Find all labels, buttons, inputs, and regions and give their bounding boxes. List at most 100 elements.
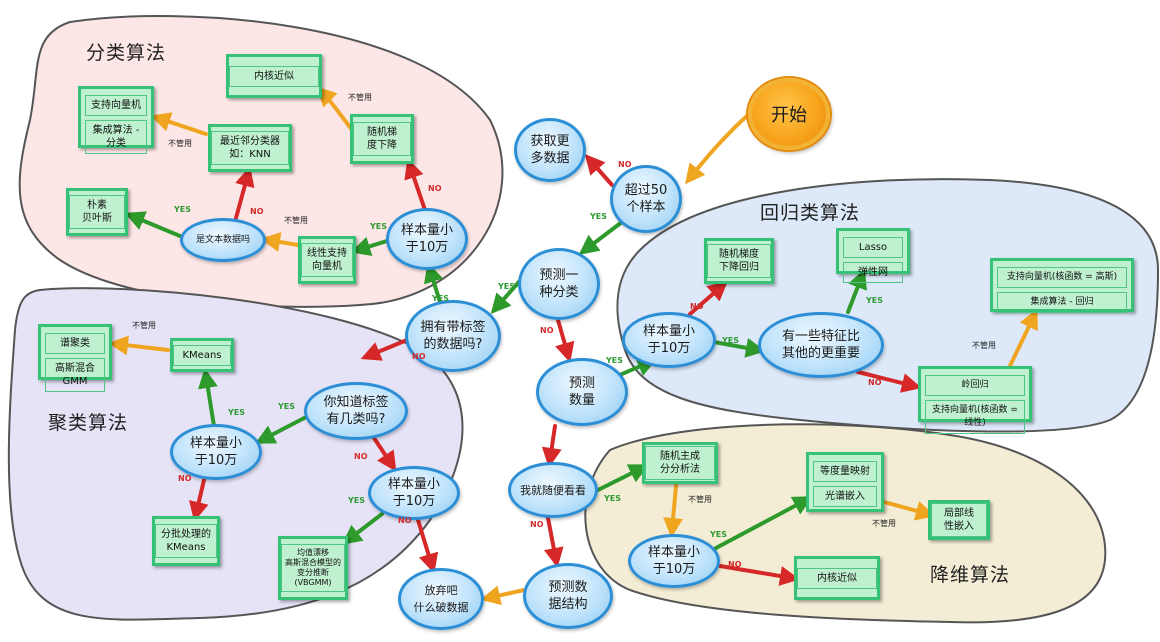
- flow-arrow-no: [688, 280, 729, 316]
- edge-label-no: NO: [250, 207, 264, 216]
- flow-arrow-no: [234, 166, 255, 220]
- flow-arrow-not-working: [663, 484, 684, 538]
- flow-arrow-no: [416, 518, 439, 574]
- edge-label-not-working: 不管用: [132, 321, 156, 330]
- edge-label-no: NO: [398, 516, 412, 525]
- edge-label-yes: YES: [710, 530, 728, 539]
- knn-box[interactable]: 最近邻分类器如：KNN: [208, 124, 292, 172]
- edge-label-not-working: 不管用: [348, 93, 372, 102]
- region-title-regression: 回归类算法: [760, 202, 861, 224]
- edge-label-yes: YES: [348, 496, 366, 505]
- flow-arrow-yes: [714, 496, 814, 550]
- edge-label-not-working: 不管用: [872, 519, 896, 528]
- sgd-regressor-box[interactable]: 随机梯度下降回归: [704, 238, 774, 284]
- flow-arrow-yes: [198, 368, 218, 428]
- edge-label-not-working: 不管用: [688, 495, 712, 504]
- flow-arrow-no: [404, 158, 427, 212]
- clu-sample-size-a-node[interactable]: 样本量小于10万: [170, 424, 262, 480]
- edge-label-no: NO: [690, 302, 704, 311]
- flow-arrow-no: [584, 153, 614, 187]
- edge-label-not-working: 不管用: [972, 341, 996, 350]
- flow-arrow-yes: [254, 413, 312, 444]
- flow-arrow-not-working: [316, 86, 354, 132]
- edge-label-no: NO: [618, 160, 632, 169]
- is-text-data-node[interactable]: 是文本数据吗: [180, 218, 266, 262]
- kernel-approx-cls-box[interactable]: 内核近似: [226, 54, 322, 98]
- flow-arrow-not-working: [108, 335, 170, 356]
- flow-arrow-yes: [596, 464, 650, 492]
- edge-label-yes: YES: [498, 282, 516, 291]
- edge-label-no: NO: [428, 184, 442, 193]
- flow-arrow-not-working: [685, 113, 750, 185]
- flow-arrow-not-working: [882, 500, 936, 521]
- randomized-pca-box[interactable]: 随机主成分分析法: [642, 442, 718, 484]
- just-looking-node[interactable]: 我就随便看看: [508, 462, 598, 518]
- flow-arrow-yes: [712, 338, 766, 358]
- meanshift-vbgmm-box[interactable]: 均值漂移高斯混合模型的变分推断(VBGMM): [278, 536, 348, 600]
- dim-sample-size-node[interactable]: 样本量小于10万: [628, 534, 720, 588]
- clu-sample-size-b-node[interactable]: 样本量小于10万: [368, 466, 460, 520]
- svr-ensemble-box[interactable]: 支持向量机(核函数 = 高斯)集成算法 - 回归: [990, 258, 1134, 313]
- edge-label-no: NO: [728, 560, 742, 569]
- isomap-spectral-box[interactable]: 等度量映射光谱嵌入: [806, 452, 884, 512]
- edge-label-yes: YES: [604, 494, 622, 503]
- flow-arrow-yes: [350, 236, 392, 256]
- flow-arrow-no: [856, 370, 922, 393]
- flow-arrow-no: [718, 564, 800, 586]
- few-features-node[interactable]: 有一些特征比其他的更重要: [758, 312, 884, 378]
- flow-arrow-yes: [424, 262, 444, 304]
- flow-arrow-no: [372, 436, 397, 472]
- edge-label-yes: YES: [278, 402, 296, 411]
- edge-label-not-working: 不管用: [168, 139, 192, 148]
- cls-sample-size-node[interactable]: 样本量小于10万: [386, 208, 468, 270]
- flow-arrow-no: [555, 318, 575, 363]
- edge-label-yes: YES: [370, 222, 388, 231]
- flow-arrow-no: [543, 516, 564, 568]
- flow-arrow-no: [541, 424, 562, 468]
- edge-label-no: NO: [530, 520, 544, 529]
- edge-label-no: NO: [540, 326, 554, 335]
- flow-arrow-not-working: [1006, 308, 1038, 372]
- linear-svc-box[interactable]: 线性支持向量机: [298, 236, 356, 284]
- kmeans-box[interactable]: KMeans: [170, 338, 234, 372]
- edge-label-yes: YES: [722, 336, 740, 345]
- tough-luck-node[interactable]: 放弃吧什么破数据: [398, 568, 484, 630]
- start-node[interactable]: 开始: [748, 78, 830, 150]
- flow-arrow-not-working: [480, 585, 526, 606]
- predict-quantity-node[interactable]: 预测数量: [536, 358, 628, 426]
- flow-arrow-yes: [124, 211, 182, 238]
- get-more-data-node[interactable]: 获取更多数据: [514, 118, 586, 182]
- edge-label-no: NO: [354, 452, 368, 461]
- flow-arrow-no: [189, 478, 209, 522]
- edge-label-yes: YES: [228, 408, 246, 417]
- edge-label-not-working: 不管用: [284, 216, 308, 225]
- flow-arrow-yes: [578, 220, 624, 255]
- know-categories-node[interactable]: 你知道标签有几类吗?: [304, 382, 408, 440]
- sgd-classifier-box[interactable]: 随机梯度下降: [350, 114, 414, 164]
- region-title-clustering: 聚类算法: [48, 412, 129, 434]
- svc-ensemble-box[interactable]: 支持向量机集成算法 - 分类: [78, 86, 154, 154]
- flow-arrow-not-working: [260, 232, 300, 252]
- flow-arrow-not-working: [150, 112, 208, 136]
- labeled-data-node[interactable]: 拥有带标签的数据吗?: [405, 300, 501, 372]
- lle-box[interactable]: 局部线性嵌入: [928, 500, 990, 540]
- edge-label-yes: YES: [432, 294, 450, 303]
- reg-sample-size-node[interactable]: 样本量小于10万: [622, 312, 716, 368]
- edge-label-no: NO: [868, 378, 882, 387]
- region-title-dimreduction: 降维算法: [930, 564, 1011, 586]
- predict-structure-node[interactable]: 预测数据结构: [523, 563, 613, 629]
- naive-bayes-box[interactable]: 朴素贝叶斯: [66, 188, 128, 236]
- ridge-svr-linear-box[interactable]: 岭回归支持向量机(核函数 = 线性): [918, 366, 1032, 434]
- edge-label-no: NO: [178, 474, 192, 483]
- flow-arrow-yes: [341, 512, 384, 545]
- kernel-approx-dim-box[interactable]: 内核近似: [794, 556, 880, 600]
- predict-category-node[interactable]: 预测一种分类: [518, 248, 600, 320]
- edge-label-yes: YES: [590, 212, 608, 221]
- edge-label-yes: YES: [866, 296, 884, 305]
- spectral-gmm-box[interactable]: 谱聚类高斯混合GMM: [38, 324, 112, 392]
